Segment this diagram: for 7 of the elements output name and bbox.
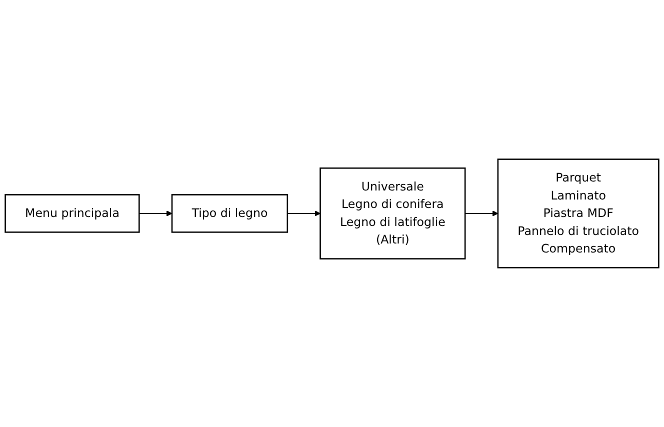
node-box: Parquet Laminato Piastra MDF Pannelo di truciolato Compensato: [497, 158, 660, 268]
arrow: [286, 210, 321, 216]
node-box: Universale Legno di conifera Legno di latifoglie (Altri): [320, 168, 466, 260]
node-box: Tipo di legno: [171, 194, 288, 233]
arrow: [464, 210, 498, 216]
node-box: Menu principala: [4, 194, 140, 233]
arrow: [138, 210, 172, 216]
